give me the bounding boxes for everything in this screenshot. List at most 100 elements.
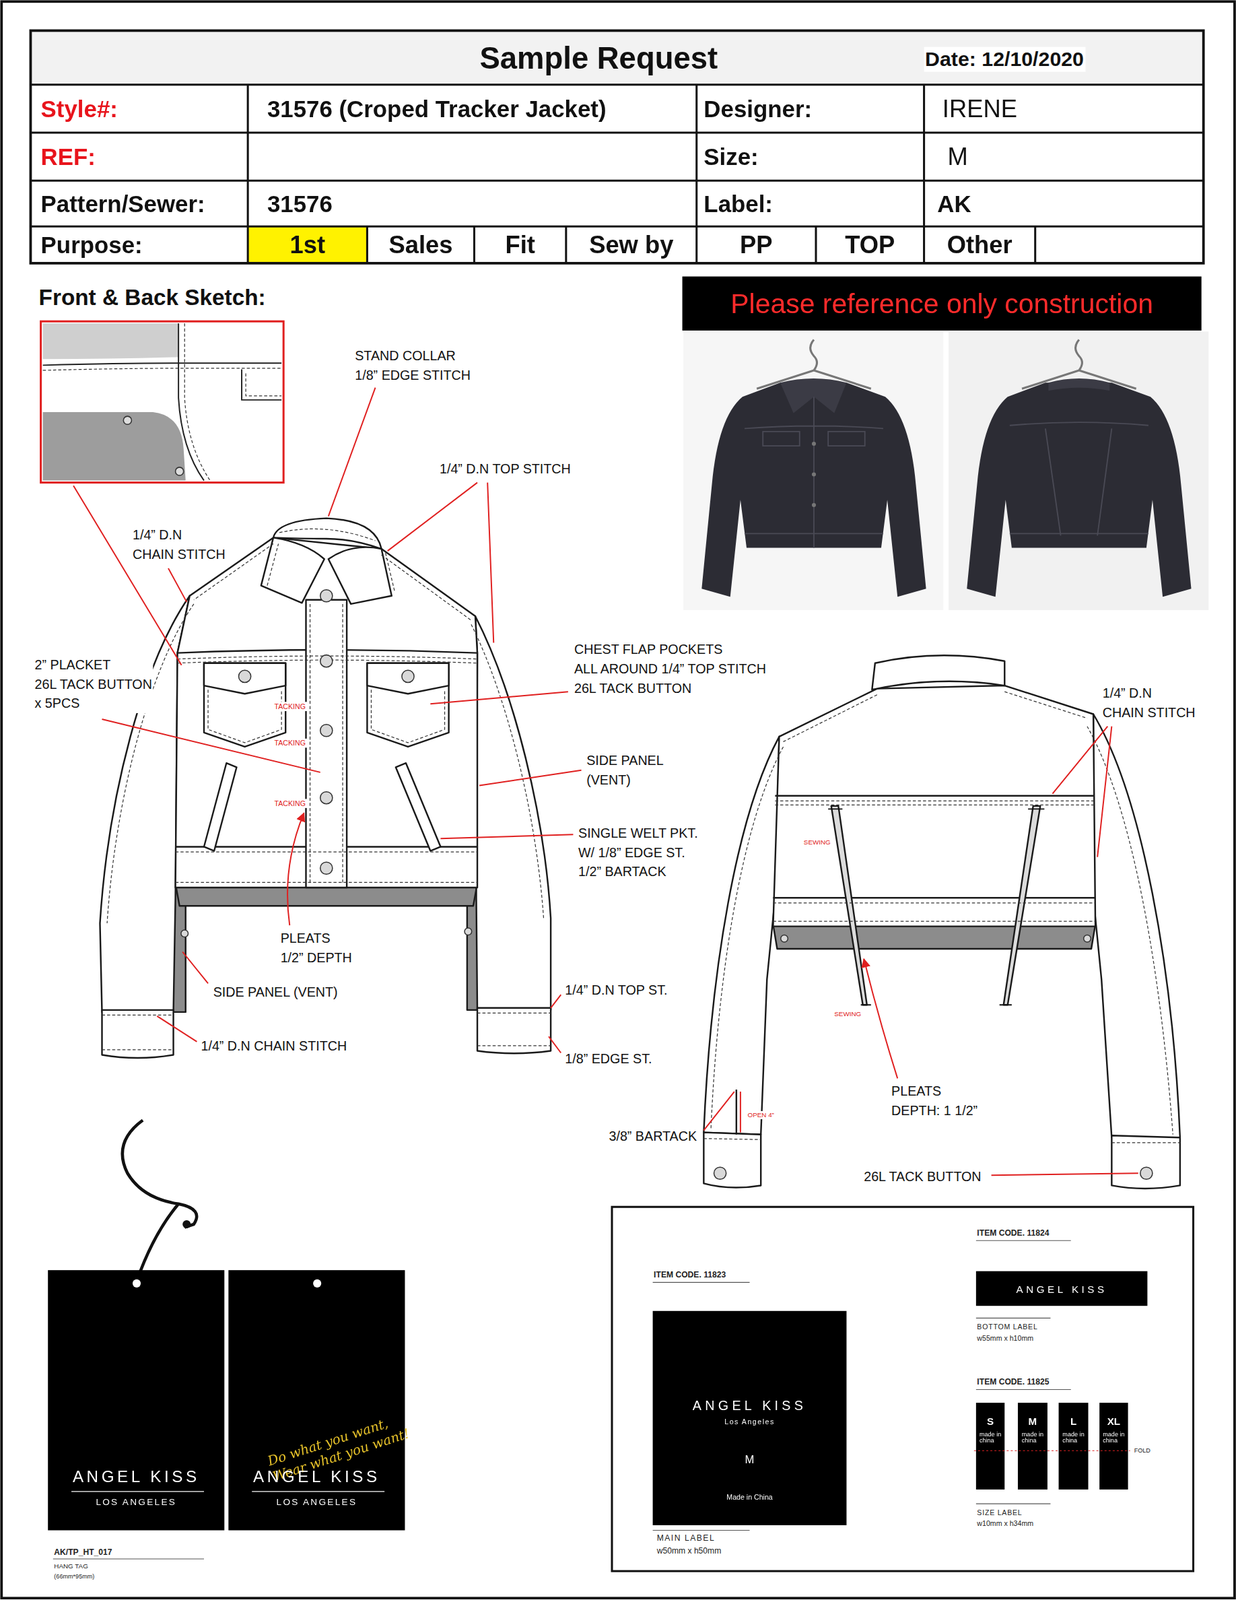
bottom-label: ANGEL KISS	[976, 1271, 1148, 1307]
detail-inset-part	[43, 323, 283, 480]
leader-lines-part	[102, 718, 321, 773]
field-value: 31576	[247, 180, 697, 227]
node-text: PP	[739, 230, 773, 259]
size-label: Mmade in china	[1017, 1402, 1048, 1490]
node-text: Other	[947, 230, 1013, 259]
leader-lines-part	[430, 691, 569, 704]
front-sketch-part-part	[320, 589, 333, 602]
front-sketch-part	[175, 537, 478, 888]
callout-label: 1/4” D.N TOP ST.	[564, 979, 669, 1000]
main-label: ANGEL KISSLos AngelesMMade in China	[653, 1310, 847, 1525]
photo-front-part	[683, 331, 944, 610]
photo-back-part	[966, 382, 1191, 597]
leader-lines-part	[328, 387, 376, 517]
field-label: Style#:	[30, 84, 248, 133]
front-sketch-part	[477, 1007, 551, 1053]
front-sketch-part-part	[320, 791, 333, 804]
callout-label: CHEST FLAP POCKETS ALL AROUND 1/4” TOP S…	[572, 638, 767, 697]
node-text: Designer:	[703, 94, 812, 123]
leader-lines-part	[156, 1015, 197, 1042]
construction-note: SEWING	[802, 838, 832, 847]
leader-lines-part	[479, 770, 582, 786]
field-value: AK	[924, 180, 1204, 227]
leader-lines-part	[168, 568, 187, 602]
field-label: Purpose:	[30, 226, 248, 264]
front-sketch-part-part	[401, 669, 415, 682]
text-line: made in	[979, 1431, 1002, 1438]
node-text: Made in China	[726, 1491, 773, 1502]
node-text: Sew by	[589, 230, 674, 259]
front-sketch-part	[475, 615, 551, 1010]
header-table-part	[247, 226, 367, 264]
leader-lines-part	[1052, 726, 1112, 857]
hang-tags-part	[53, 1557, 204, 1559]
photo-back-part	[1009, 422, 1149, 536]
header-table-part	[30, 30, 1204, 85]
photo-back-part	[948, 331, 1209, 610]
back-sketch-part	[703, 1132, 761, 1188]
leader-lines-part	[387, 482, 495, 643]
text-line: 26L TACK BUTTON	[35, 673, 153, 694]
label-sheet-part	[1058, 1402, 1089, 1490]
front-sketch-part	[366, 663, 449, 694]
header-table-part	[30, 84, 1204, 264]
detail-inset-part	[41, 321, 285, 483]
text-line: 1/2” BARTACK	[578, 861, 699, 881]
front-sketch-part	[203, 663, 286, 694]
front-sketch-part	[395, 762, 441, 851]
spec-text: MAIN LABEL	[655, 1532, 717, 1543]
construction-note: OPEN 4”	[746, 1110, 775, 1119]
front-sketch-part	[203, 762, 237, 851]
callout-label: 1/8” EDGE ST.	[564, 1048, 654, 1068]
node-text: Los Angeles	[724, 1416, 775, 1426]
spec-text: ITEM CODE. 11824	[976, 1227, 1051, 1239]
label-sheet-part	[974, 1450, 1131, 1451]
construction-note: TACKING	[273, 797, 307, 808]
spec-text: HANG TAG	[53, 1561, 90, 1570]
purpose-option: 1st	[247, 226, 367, 264]
photo-front-part	[744, 396, 884, 548]
notice-banner: Please reference only construction	[682, 276, 1202, 331]
hang-tag: ANGEL KISSLOS ANGELES	[47, 1269, 225, 1530]
node-text: REF:	[41, 142, 96, 171]
construction-note: SEWING	[833, 1009, 863, 1018]
node-text: ANGEL KISS	[692, 1397, 807, 1414]
spec-text: ITEM CODE. 11823	[653, 1269, 728, 1280]
photo-front-part	[811, 471, 816, 476]
photo-front-part	[701, 382, 926, 597]
spec-text: w10mm x h34mm	[976, 1518, 1035, 1528]
photo-front-part	[811, 502, 816, 507]
back-sketch-part-part	[1083, 934, 1092, 942]
front-sketch-part-part	[464, 927, 472, 936]
spec-text: (66mm*95mm)	[53, 1571, 96, 1581]
spec-text: FOLD	[1133, 1446, 1152, 1455]
front-sketch-part-part	[238, 669, 252, 682]
hang-tags-part	[122, 1119, 197, 1281]
page-title: Sample Request	[479, 39, 718, 77]
hang-tag: Do what you want, Wear what you want!ANG…	[228, 1269, 405, 1530]
back-sketch-part	[831, 805, 868, 1005]
callout-label: 3/8” BARTACK	[607, 1125, 699, 1146]
front-sketch-part-part	[320, 861, 333, 874]
node-text: made in china	[1062, 1431, 1084, 1444]
photo-back-part	[1048, 378, 1110, 391]
leader-lines-part	[703, 1091, 734, 1131]
photo-front-part	[811, 441, 816, 446]
text-line: made in	[1021, 1431, 1044, 1438]
node-text: 31576	[267, 189, 333, 218]
construction-note: TACKING	[273, 701, 307, 711]
back-sketch-part	[1003, 805, 1041, 1005]
purpose-option: Sew by	[566, 226, 697, 264]
text-line: DEPTH: 1 1/2”	[891, 1100, 978, 1120]
back-sketch-part	[772, 685, 1096, 927]
callout-label: 1/4” D.N CHAIN STITCH	[1101, 682, 1197, 722]
text-line: china	[1102, 1437, 1125, 1444]
callout-label: SIDE PANEL (VENT)	[212, 981, 339, 1002]
hang-tags-part	[313, 1279, 322, 1288]
field-value: M	[924, 132, 1204, 181]
callout-label: 1/4” D.N TOP STITCH	[438, 458, 572, 478]
node-text: Purpose:	[41, 230, 143, 259]
back-sketch-part	[736, 795, 1096, 1135]
label-sheet-part	[1099, 1402, 1128, 1490]
